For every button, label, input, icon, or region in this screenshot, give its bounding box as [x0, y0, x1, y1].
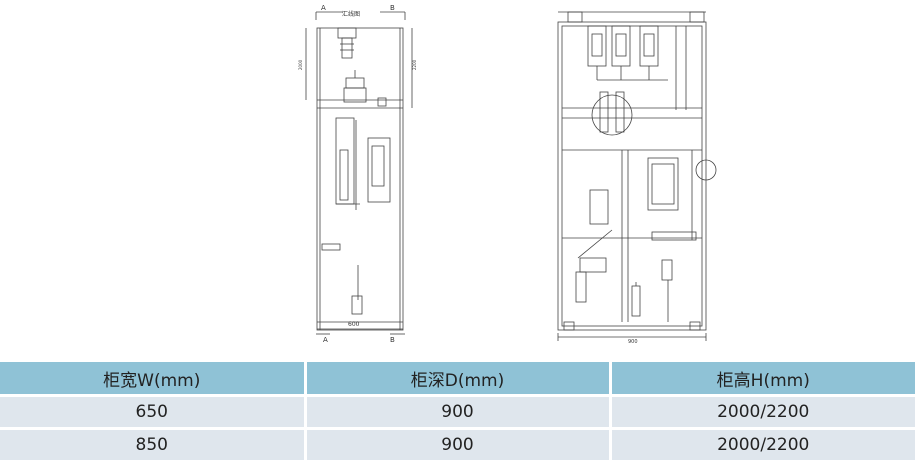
- height-dimension-left: 2000: [298, 59, 303, 70]
- cell-depth: 900: [305, 427, 612, 460]
- section-label-a-top: A: [321, 4, 326, 12]
- drawing-top-label: 汇线图: [342, 10, 360, 18]
- cell-width: 850: [0, 427, 307, 460]
- table-row: 850 900 2000/2200: [0, 427, 915, 460]
- section-label-a-bottom: A: [323, 336, 328, 344]
- section-label-b-bottom: B: [390, 336, 395, 344]
- cabinet-dimension-table: 柜宽W(mm) 柜深D(mm) 柜高H(mm) 650 900 2000/220…: [0, 362, 915, 460]
- cabinet-technical-drawings: A B 汇线图 600 2000 2200 A B: [298, 4, 717, 345]
- section-label-b-top: B: [390, 4, 395, 12]
- header-cabinet-depth: 柜深D(mm): [305, 362, 612, 396]
- header-cabinet-height: 柜高H(mm): [610, 362, 915, 396]
- front-view-drawing: [305, 11, 413, 335]
- height-dimension-right: 2200: [412, 59, 417, 70]
- side-section-drawing: [557, 11, 717, 341]
- cell-height: 2000/2200: [610, 427, 915, 460]
- header-cabinet-width: 柜宽W(mm): [0, 362, 307, 396]
- cell-width: 650: [0, 394, 307, 429]
- table-row: 650 900 2000/2200: [0, 394, 915, 429]
- depth-dimension-label: 900: [628, 339, 638, 345]
- cell-height: 2000/2200: [610, 394, 915, 429]
- table-header-row: 柜宽W(mm) 柜深D(mm) 柜高H(mm): [0, 362, 915, 396]
- cell-depth: 900: [305, 394, 612, 429]
- width-dimension-label: 600: [348, 321, 360, 328]
